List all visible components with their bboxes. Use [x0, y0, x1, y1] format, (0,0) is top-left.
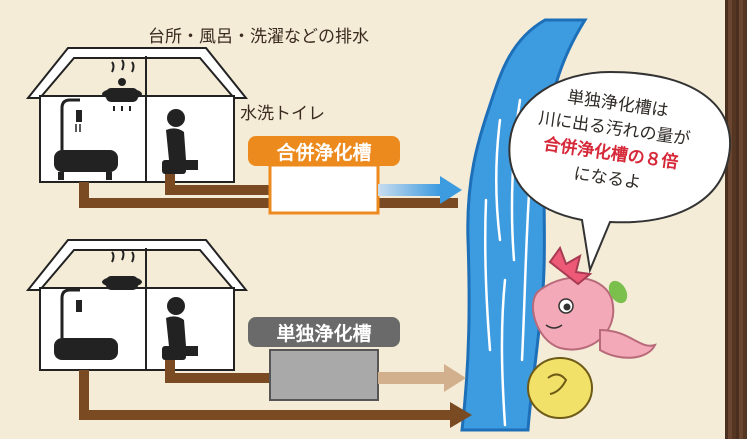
arrow-icon — [378, 364, 466, 392]
combined-tank-box — [268, 163, 380, 215]
arrow-icon — [378, 176, 462, 204]
speech-bubble — [508, 70, 732, 274]
pot-icon — [102, 59, 142, 111]
shower-icon — [60, 98, 82, 150]
house-bottom — [25, 239, 472, 428]
mascot-icon — [527, 245, 657, 419]
wood-border — [725, 0, 747, 439]
person-on-toilet-icon — [162, 109, 198, 174]
combined-tank-tag: 合併浄化槽 — [248, 136, 400, 166]
bathtub-icon — [54, 150, 118, 180]
kitchen-drain-label: 台所・風呂・洗濯などの排水 — [148, 27, 369, 47]
flush-toilet-label: 水洗トイレ — [240, 104, 325, 124]
house-top — [25, 47, 458, 208]
single-tank-box — [269, 349, 379, 401]
single-tank-tag: 単独浄化槽 — [248, 317, 400, 347]
